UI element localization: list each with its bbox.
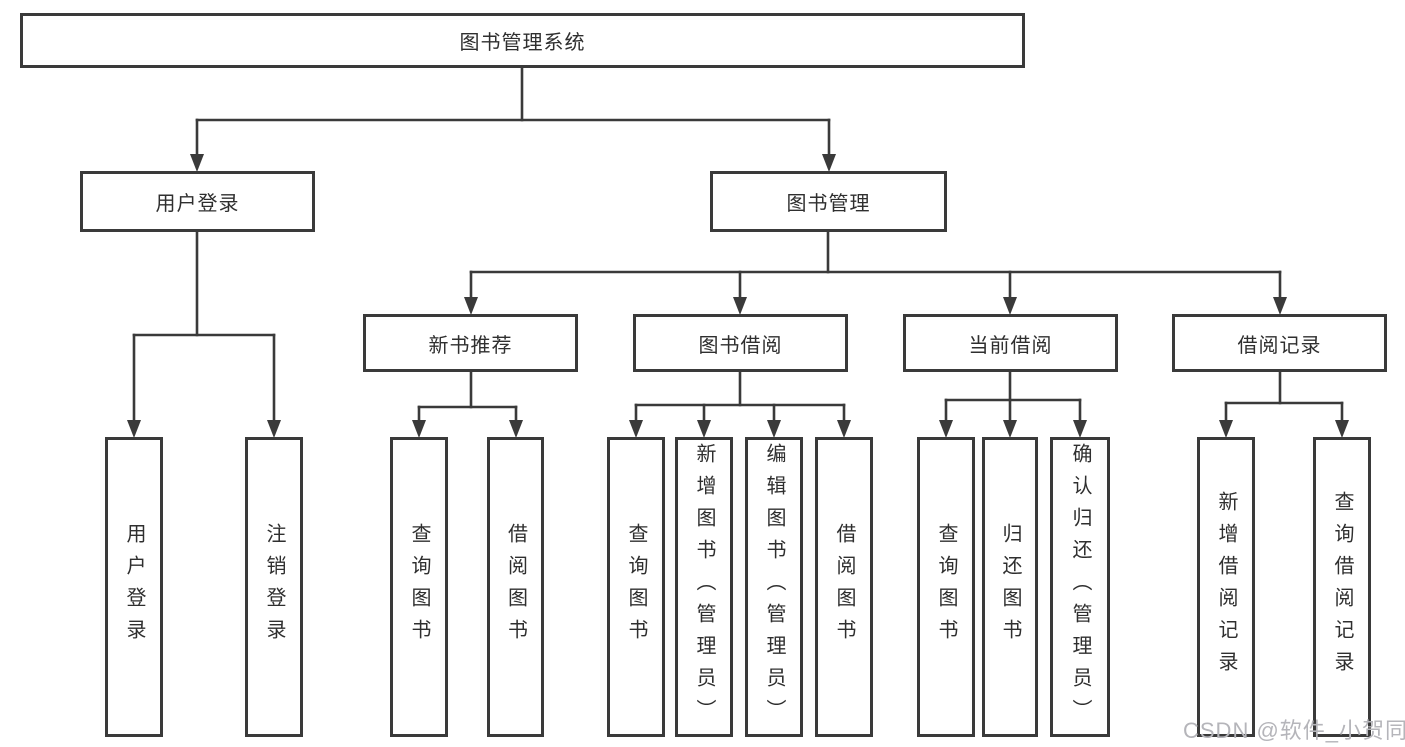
leaf-current-return-books: 归还图书 — [982, 437, 1038, 737]
arrowheads — [127, 154, 1349, 438]
leaf-user-login: 用户登录 — [105, 437, 163, 737]
leaf-logout: 注销登录 — [245, 437, 303, 737]
leaf-records-add-record: 新增借阅记录 — [1197, 437, 1255, 737]
node-new-book-recommend: 新书推荐 — [363, 314, 578, 372]
node-root-book-management-system: 图书管理系统 — [20, 13, 1025, 68]
leaf-recommend-query-books: 查询图书 — [390, 437, 448, 737]
leaf-borrow-add-books-admin: 新增图书（管理员） — [675, 437, 733, 737]
node-book-borrowing: 图书借阅 — [633, 314, 848, 372]
leaf-current-query-books: 查询图书 — [917, 437, 975, 737]
leaf-current-confirm-return-admin: 确认归还（管理员） — [1050, 437, 1110, 737]
leaf-borrow-edit-books-admin: 编辑图书（管理员） — [745, 437, 803, 737]
leaf-borrow-borrow-books: 借阅图书 — [815, 437, 873, 737]
leaf-borrow-query-books: 查询图书 — [607, 437, 665, 737]
leaf-recommend-borrow-books: 借阅图书 — [487, 437, 544, 737]
node-branch-user-login: 用户登录 — [80, 171, 315, 232]
leaf-records-query-record: 查询借阅记录 — [1313, 437, 1371, 737]
node-current-borrowing: 当前借阅 — [903, 314, 1118, 372]
csdn-watermark: CSDN @软件_小贺同学 — [1183, 718, 1405, 743]
node-branch-book-management: 图书管理 — [710, 171, 947, 232]
node-borrowing-records: 借阅记录 — [1172, 314, 1387, 372]
